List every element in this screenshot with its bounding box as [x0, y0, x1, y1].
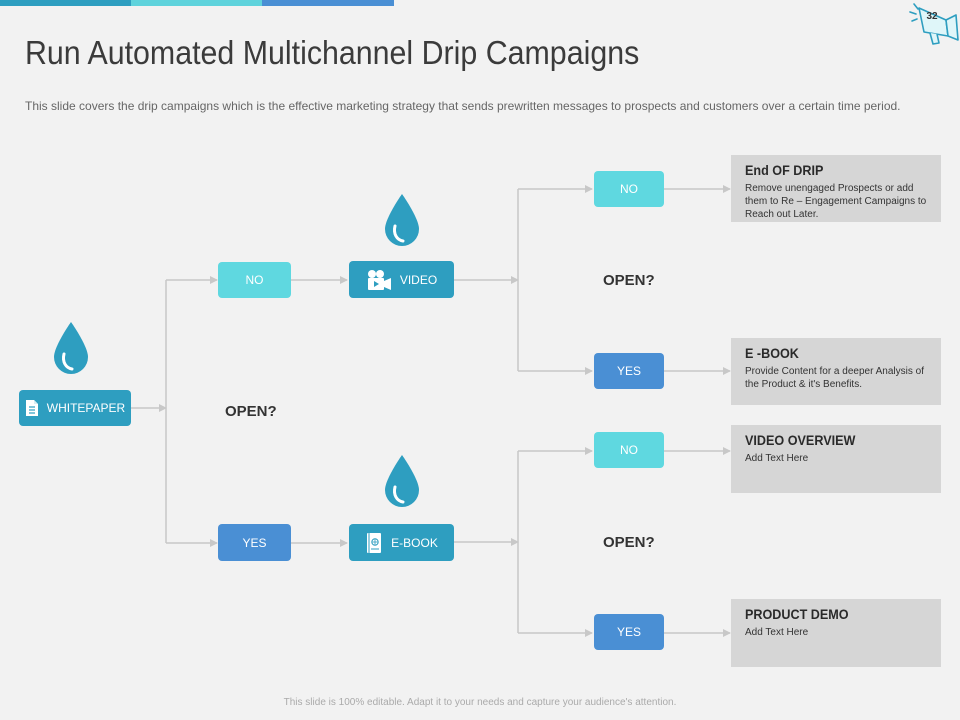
answer-yes-node: YES [594, 353, 664, 389]
slide-description: This slide covers the drip campaigns whi… [25, 99, 901, 113]
answer-yes-label: YES [616, 625, 641, 639]
slide-footer: This slide is 100% editable. Adapt it to… [283, 697, 677, 708]
answer-yes-node: YES [594, 614, 664, 650]
video-camera-icon [366, 269, 392, 291]
open-question-label: OPEN? [603, 272, 655, 289]
answer-no-node: NO [594, 432, 664, 468]
video-label: VIDEO [399, 272, 438, 287]
water-drop-icon [385, 194, 419, 246]
answer-yes-node: YES [218, 524, 291, 561]
ebook-node: E-BOOK [349, 524, 454, 561]
result-title: E -BOOK [745, 345, 799, 361]
result-text: Provide Content for a deeper Analysis of… [745, 366, 924, 390]
megaphone-icon [909, 3, 959, 45]
answer-no-label: NO [245, 273, 264, 287]
answer-no-node: NO [594, 171, 664, 207]
answer-no-node: NO [218, 262, 291, 298]
water-drop-icon [385, 455, 419, 507]
top-accent-bar-1 [0, 0, 131, 6]
answer-yes-label: YES [616, 364, 641, 378]
video-node: VIDEO [349, 261, 454, 298]
result-box-video-overview: VIDEO OVERVIEW Add Text Here [731, 425, 941, 493]
top-accent-bar-2 [131, 0, 262, 6]
open-question-label: OPEN? [603, 534, 655, 551]
result-text: Add Text Here [745, 627, 809, 638]
open-question-label: OPEN? [225, 403, 277, 420]
result-title: End OF DRIP [745, 162, 824, 178]
document-icon [25, 399, 39, 417]
result-title: PRODUCT DEMO [745, 606, 849, 622]
result-title: VIDEO OVERVIEW [745, 432, 856, 448]
answer-no-label: NO [620, 443, 638, 457]
slide-title: Run Automated Multichannel Drip Campaign… [25, 34, 640, 71]
answer-yes-label: YES [242, 535, 267, 550]
whitepaper-label: WHITEPAPER [46, 401, 126, 415]
answer-no-label: NO [620, 182, 638, 196]
result-box-ebook: E -BOOK Provide Content for a deeper Ana… [731, 338, 941, 405]
water-drop-icon [54, 322, 88, 374]
top-accent-bar-3 [262, 0, 394, 6]
result-text: Remove unengaged Prospects or add them t… [745, 183, 927, 220]
ebook-label: E-BOOK [391, 535, 438, 550]
result-box-product-demo: PRODUCT DEMO Add Text Here [731, 599, 941, 667]
whitepaper-node: WHITEPAPER [19, 390, 131, 426]
result-box-end-of-drip: End OF DRIP Remove unengaged Prospects o… [731, 155, 941, 222]
ebook-icon [365, 532, 383, 554]
page-number: 32 [926, 11, 938, 22]
result-text: Add Text Here [745, 453, 809, 464]
